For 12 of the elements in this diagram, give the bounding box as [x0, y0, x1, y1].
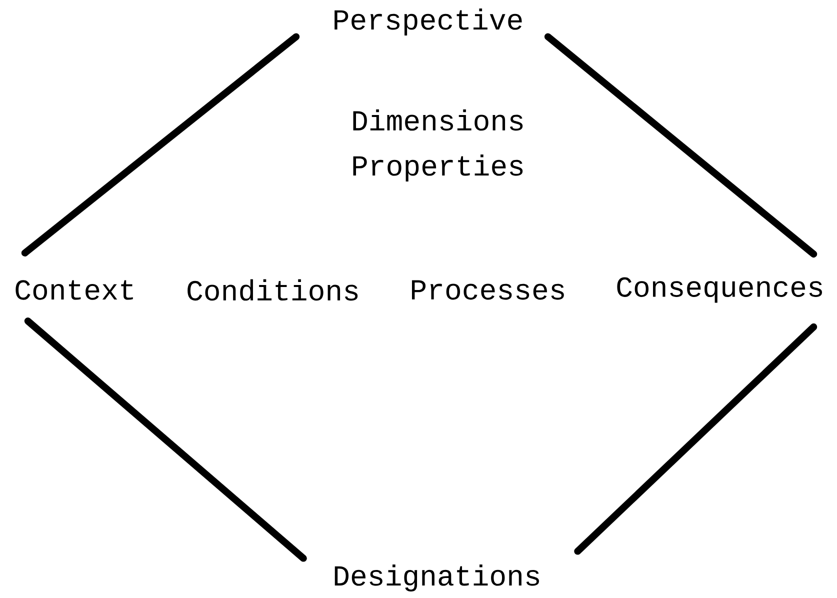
- label: Properties: [353, 154, 523, 182]
- node-label: Designations: [334, 564, 539, 592]
- node-label: Context: [16, 280, 133, 300]
- label: Processes: [412, 280, 564, 300]
- label: Conditions: [188, 279, 358, 301]
- line: [24, 318, 307, 562]
- line: [544, 33, 818, 258]
- line: [21, 33, 300, 256]
- node-label: Consequences: [617, 277, 822, 303]
- label: Dimensions: [353, 109, 523, 131]
- node-label: Perspective: [334, 8, 522, 36]
- line: [574, 323, 818, 555]
